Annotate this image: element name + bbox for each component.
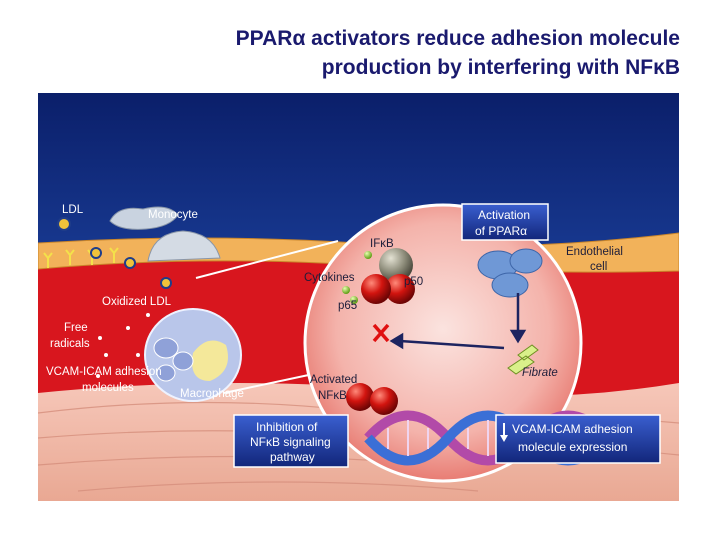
label-macrophage: Macrophage <box>180 388 244 400</box>
label-endothelial-2: cell <box>590 261 607 273</box>
cytokine-dot-1 <box>364 251 372 259</box>
ldl-particles <box>57 217 172 289</box>
fibrate-molecule <box>507 344 539 375</box>
p50-ball <box>385 274 415 304</box>
label-free-radicals-1: Free <box>64 322 88 334</box>
activation-line-2: of PPARα <box>475 224 527 238</box>
label-free-radicals-2: radicals <box>50 338 90 350</box>
label-activated-2: NFκB <box>318 390 347 402</box>
cytokine-dot-3 <box>350 296 358 304</box>
pathway-arrows <box>389 293 527 350</box>
label-activated-1: Activated <box>310 374 357 386</box>
label-ldl: LDL <box>62 204 84 216</box>
activated-nfkb-ball-1 <box>346 383 374 411</box>
label-oxidized-ldl: Oxidized LDL <box>102 296 172 308</box>
label-endothelial-1: Endothelial <box>566 246 623 258</box>
monocyte-cell <box>109 206 179 230</box>
macrophage-cell <box>144 308 242 402</box>
label-vcam-left-2: molecules <box>82 382 134 394</box>
label-p65: p65 <box>338 300 357 312</box>
inhibition-line-1: Inhibition of <box>256 420 318 434</box>
ikb-ball <box>379 248 413 282</box>
adhering-monocyte <box>147 230 221 262</box>
adhesion-receptors <box>43 247 119 268</box>
inhibition-line-2: NFκB signaling <box>250 435 331 449</box>
p65-ball <box>361 274 391 304</box>
label-cytokines: Cytokines <box>304 272 355 284</box>
cytokine-dot-2 <box>342 286 350 294</box>
activation-line-1: Activation <box>478 208 530 222</box>
title-line-1: PPARα activators reduce adhesion molecul… <box>235 27 680 50</box>
title-line-2: production by interfering with NFκB <box>321 56 680 79</box>
label-fibrate: Fibrate <box>522 367 558 379</box>
diagram-scene: LDL Monocyte Oxidized LDL Free radicals … <box>38 93 679 501</box>
vcam-expression-box: VCAM-ICAM adhesion molecule expression <box>495 414 661 464</box>
zoom-lines <box>195 240 339 394</box>
label-p50: p50 <box>404 276 423 288</box>
label-vcam-left-1: VCAM-ICAM adhesion <box>46 366 162 378</box>
ppar-receptor <box>477 248 543 298</box>
inhibition-box: Inhibition of NFκB signaling pathway <box>233 414 349 468</box>
vcam-expr-line-1: VCAM-ICAM adhesion <box>512 422 633 436</box>
activation-box: Activation of PPARα <box>461 203 549 241</box>
activated-nfkb-ball-2 <box>370 387 398 415</box>
label-ikb: IFκB <box>370 238 394 250</box>
vcam-expr-line-2: molecule expression <box>518 440 627 454</box>
inhibition-line-3: pathway <box>270 450 315 464</box>
inhibition-cross <box>372 323 390 343</box>
free-radical-dots <box>96 313 150 378</box>
label-monocyte: Monocyte <box>148 209 198 221</box>
